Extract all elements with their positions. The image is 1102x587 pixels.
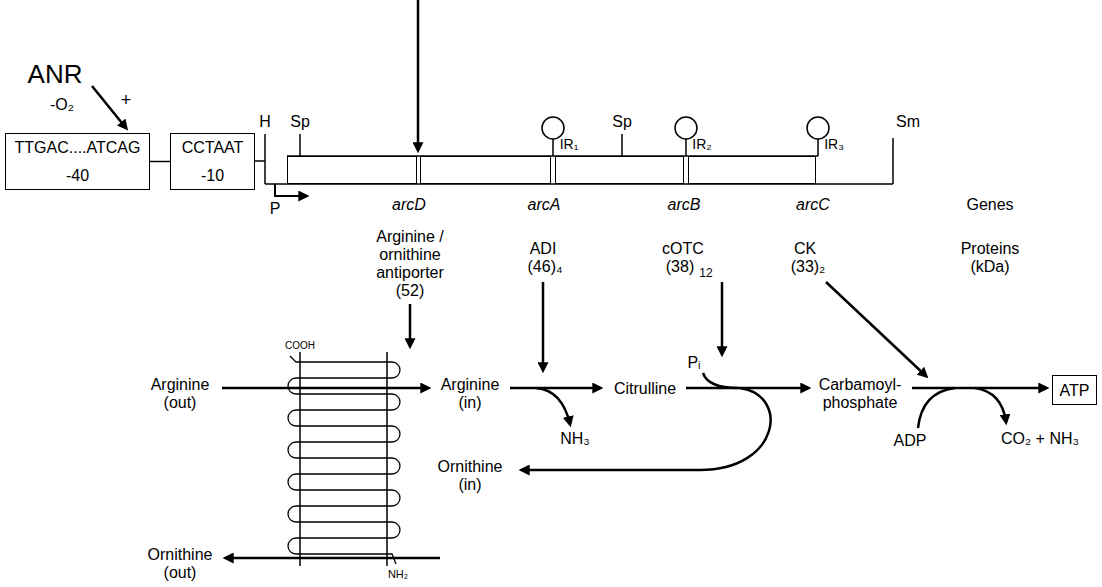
protein-mass: (52) [396, 282, 424, 300]
repeat-label: IR₁ [560, 137, 579, 152]
promoter-link [255, 160, 265, 162]
gene-box: arcA [420, 156, 551, 184]
gene-name: arcB [668, 195, 701, 214]
site-label: Sm [896, 113, 920, 131]
protein-mass: (46)₄ [528, 258, 563, 276]
protein-mass: (33)₂ [791, 258, 826, 276]
box-text: ATP [1060, 381, 1090, 400]
terminus-label: COOH [285, 340, 315, 351]
box-text: CCTAAT [182, 138, 244, 157]
metabolite-label: ADP [894, 432, 927, 450]
site-tick [264, 134, 266, 184]
terminus-label: NH₂ [388, 568, 408, 580]
metabolite-label: Arginine (in) [432, 376, 508, 412]
sign-label: + [121, 90, 132, 110]
product-box: ATP [1052, 375, 1097, 405]
metabolite-label: Citrulline [614, 380, 676, 398]
gene-box: arcD [287, 156, 417, 184]
protein-arrow [826, 282, 926, 376]
protein-name: ADI [530, 240, 557, 258]
site-label: H [259, 113, 271, 131]
protein-arrow [721, 282, 724, 354]
hairpin-stem [552, 139, 554, 156]
promoter-box: TTGAC....ATCAG -40 [5, 133, 150, 190]
gene-name: arcD [392, 195, 426, 214]
metabolite-label: Arginine (out) [142, 376, 218, 412]
gene-box: arcC [688, 156, 816, 184]
metabolite-label: Ornithine (in) [430, 458, 510, 494]
site-label: Sp [290, 113, 310, 131]
protein-arrow [542, 282, 545, 370]
reaction-arrow [222, 387, 428, 390]
reaction-branch [536, 388, 570, 424]
subunit-number: 12 [699, 267, 712, 280]
row-heading: Genes [966, 196, 1013, 214]
gene-box: arcB [555, 156, 684, 184]
reaction-branch [975, 388, 1006, 422]
transport-arrow [226, 557, 440, 560]
protein-name: Arginine / ornithine antiporter [364, 228, 456, 282]
metabolite-label: Ornithine (out) [140, 546, 220, 582]
hairpin-stem [817, 139, 819, 156]
hairpin-loop [675, 117, 697, 139]
repeat-label: IR₃ [824, 137, 844, 152]
hairpin-loop [807, 117, 829, 139]
site-tick [299, 134, 301, 156]
repeat-label: IR₂ [692, 137, 711, 152]
insertion-arrow [417, 0, 420, 150]
promoter-label: P [270, 200, 281, 218]
box-text: -40 [66, 166, 89, 185]
membrane-line [299, 352, 301, 566]
gene-name: arcC [796, 195, 830, 214]
metabolite-label: Carbamoyl- phosphate [814, 376, 906, 412]
metabolite-label: CO₂ + NH₃ [1001, 430, 1079, 448]
gene-name: arcA [528, 195, 561, 214]
protein-mass: (38) [666, 258, 694, 276]
reaction-branch [522, 388, 771, 470]
reaction-branch [918, 388, 955, 428]
protein-name: CK [794, 240, 816, 258]
promoter-arrow [275, 184, 306, 196]
box-text: -10 [201, 166, 224, 185]
box-text: TTGAC....ATCAG [15, 138, 141, 157]
hairpin-stem [685, 139, 687, 156]
protein-name: cOTC [662, 240, 704, 258]
membrane-line [386, 352, 388, 566]
reaction-arrow [510, 387, 600, 390]
condition-label: -O₂ [50, 96, 74, 114]
site-tick [892, 138, 894, 184]
regulator-name: ANR [28, 60, 83, 89]
site-label: Sp [612, 113, 632, 131]
metabolite-label: NH₃ [560, 430, 590, 448]
row-heading: Proteins (kDa) [952, 240, 1028, 276]
site-tick [621, 134, 623, 156]
promoter-box: CCTAAT -10 [170, 133, 255, 190]
connector-line [150, 161, 170, 163]
reaction-branch [703, 373, 738, 388]
protein-arrow [409, 304, 412, 346]
hairpin-loop [542, 117, 564, 139]
metabolite-label: Pᵢ [687, 354, 700, 372]
